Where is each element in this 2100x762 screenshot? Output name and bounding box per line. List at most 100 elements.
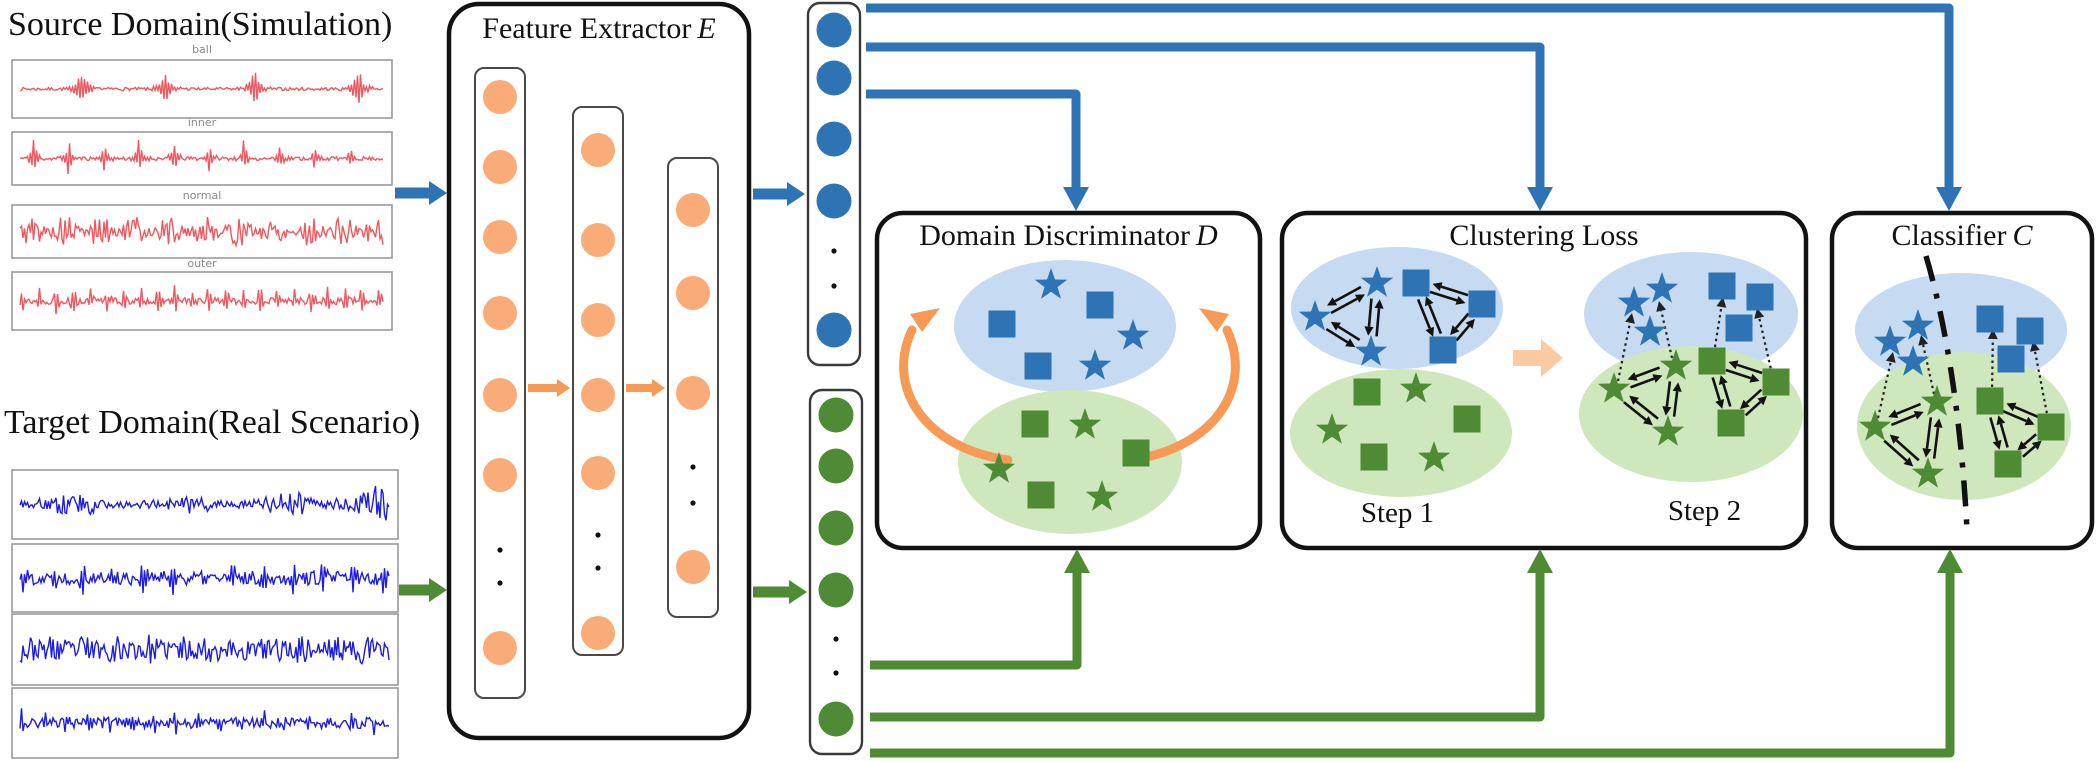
step2-align-arrow-head: [1656, 301, 1667, 312]
ellipsis-dot: [690, 500, 696, 506]
classifier-align-arrow-head: [1918, 335, 1928, 346]
step2-align-arrow-head: [1716, 297, 1727, 308]
step1-pair-arrow-head: [1374, 299, 1384, 309]
fe-neuron: [483, 631, 517, 665]
target-square: [1027, 481, 1055, 509]
target-star: [1399, 372, 1433, 403]
step1-pair-arrow-head: [1327, 297, 1338, 306]
signal-label-normal: normal: [182, 189, 222, 202]
target-signal-panel: [11, 687, 399, 759]
green-feature-neuron: [818, 572, 854, 608]
source-waveform: [19, 139, 384, 174]
classifier-pair-arrow-head: [1913, 411, 1924, 420]
ellipsis-dot: [833, 670, 839, 676]
target-waveform: [19, 564, 390, 595]
classifier-title-text: Classifier: [1891, 219, 2007, 252]
source-square: [1976, 305, 2004, 333]
classifier-pair-arrow: [1890, 414, 1916, 427]
source-square: [1725, 314, 1753, 342]
clustering-title: Clustering Loss: [1282, 219, 1806, 253]
fe-neuron: [676, 376, 710, 410]
step1-pair-arrow: [1454, 312, 1470, 330]
classifier-pair-arrow: [2022, 445, 2036, 458]
classifier-pair-arrow-head: [2017, 441, 2028, 451]
target-square: [1698, 347, 1726, 375]
step1-target-cluster: [1290, 369, 1512, 497]
step1-pair-arrow-head: [1330, 321, 1341, 331]
blue-feature-neuron: [816, 60, 852, 96]
green-io-arrow-head: [429, 578, 447, 602]
target-waveform-path: [19, 634, 390, 665]
classifier-pair-arrow: [1999, 423, 2009, 448]
ellipsis-dot: [690, 464, 696, 470]
source-waveform: [19, 285, 384, 315]
classifier-pair-arrow: [1932, 427, 1940, 459]
classifier-pair-arrow-head: [1996, 415, 2006, 426]
step2-pair-arrow-head: [1643, 416, 1653, 426]
green-io-arrow-head: [789, 580, 807, 604]
source-square: [1468, 290, 1496, 318]
fe-neuron: [483, 378, 517, 412]
target-star: [1858, 410, 1892, 441]
step2-pair-arrow-head: [1662, 406, 1672, 416]
fe-neuron: [676, 193, 710, 227]
blue-feature-neuron: [816, 121, 852, 157]
green-feature-column: [808, 388, 864, 756]
source-star: [1633, 315, 1667, 346]
classifier-pair-arrow-head: [1933, 418, 1943, 428]
classifier-align-arrow-head: [1885, 352, 1896, 363]
green-flow-arrow-head: [1937, 549, 1963, 573]
classifier-pair-arrow: [1925, 417, 1933, 449]
classifier-pair-arrow: [2002, 409, 2027, 423]
fe-neuron: [581, 378, 615, 412]
clustering-title-text: Clustering Loss: [1449, 219, 1639, 252]
blue-flow-arrow-head: [1527, 187, 1553, 211]
ellipsis-dot: [595, 532, 601, 538]
target-waveform: [19, 485, 390, 521]
target-square: [1762, 368, 1790, 396]
step-transition-arrow: [1513, 339, 1563, 377]
classifier-pair-arrow: [1895, 439, 1920, 462]
target-domain-title: Target Domain(Real Scenario): [4, 404, 420, 442]
step1-pair-arrow-head: [1364, 326, 1374, 336]
classifier-pair-arrow: [1883, 439, 1908, 462]
target-square: [1717, 409, 1745, 437]
ellipsis-dot: [497, 547, 503, 553]
classifier-pair-arrow: [2023, 433, 2037, 446]
classifier-pair-arrow-head: [1889, 434, 1900, 444]
step1-pair-arrow: [1334, 285, 1362, 303]
step2-pair-arrow: [1635, 400, 1659, 420]
source-square: [1708, 272, 1736, 300]
source-square: [2016, 317, 2044, 345]
step2-pair-arrow: [1672, 391, 1679, 417]
source-waveform-path: [19, 139, 384, 174]
step1-pair-arrow: [1416, 298, 1431, 329]
source-waveform-path: [19, 285, 384, 315]
step2-pair-arrow-head: [1629, 395, 1639, 405]
adversarial-arc-head: [910, 308, 940, 332]
discriminator-target-cluster: [958, 390, 1182, 534]
source-square: [1997, 345, 2025, 373]
target-star: [1659, 349, 1693, 380]
step2-align-arrow: [1712, 306, 1723, 354]
step2-align-arrow: [1616, 322, 1632, 382]
step2-pair-arrow-head: [1627, 372, 1638, 381]
step1-pair-arrow: [1375, 308, 1381, 337]
step2-source-cluster: [1584, 252, 1798, 376]
signal-label-inner: inner: [187, 116, 217, 129]
classifier-var: C: [2012, 219, 2033, 252]
green-flow-arrow-head: [1064, 549, 1090, 573]
blue-flow-arrow: [866, 3, 1954, 187]
step2-pair-arrow: [1630, 377, 1655, 389]
step1-pair-arrow: [1455, 324, 1471, 342]
green-io-arrow-shaft: [399, 584, 430, 596]
fe-layer-arrow-head: [557, 379, 570, 397]
step2-pair-arrow-head: [1672, 382, 1682, 392]
source-star: [1617, 286, 1651, 317]
blue-flow-arrow-head: [1063, 187, 1089, 211]
target-square: [1994, 450, 2022, 478]
fe-neuron: [483, 220, 517, 254]
source-star: [1078, 349, 1112, 380]
step1-pair-arrow-head: [1465, 318, 1475, 329]
